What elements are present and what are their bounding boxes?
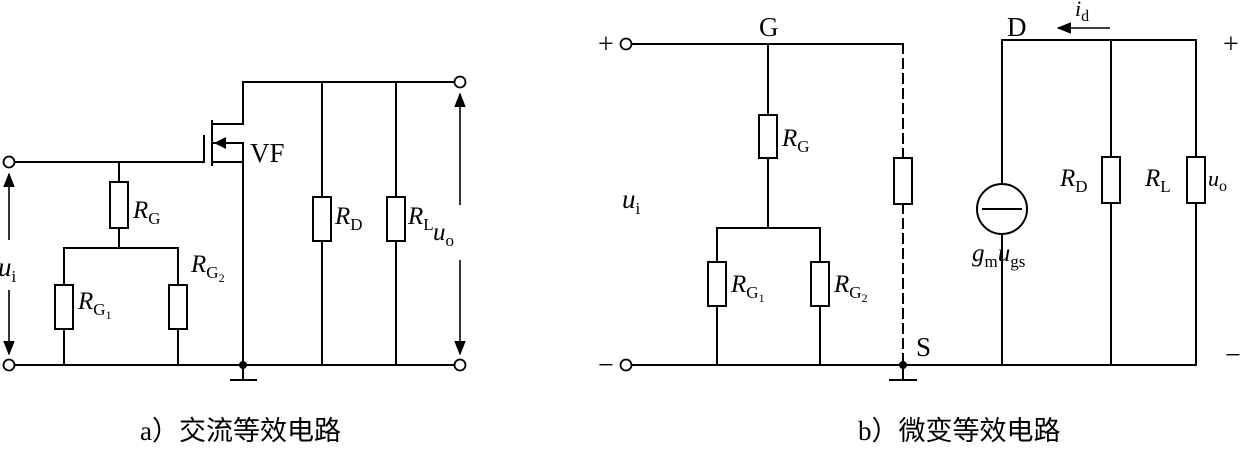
caption-a: a）交流等效电路 (140, 416, 341, 446)
output-terminal-bottom-a (453, 358, 467, 372)
resistor-rg1-b (707, 261, 727, 307)
caption-b: b）微变等效电路 (858, 416, 1061, 446)
rg-label-a: RG (132, 197, 161, 228)
source-label: S (916, 332, 931, 362)
rg1-label-a: RG1 (77, 288, 112, 322)
mosfet-arrow-icon (214, 137, 226, 149)
rg1-label-b: RG1 (730, 271, 765, 305)
rg2-label-b: RG2 (833, 271, 868, 305)
input-terminal-bottom-b (619, 358, 633, 372)
resistor-rl-b (1186, 156, 1206, 204)
uo-label-b: uo (1208, 166, 1227, 195)
resistor-rd-a (312, 196, 332, 242)
input-terminal-top-a (2, 155, 16, 169)
resistor-rd-b (1101, 156, 1121, 204)
junction-dot-b (899, 361, 907, 369)
resistor-rg2-a (168, 284, 188, 330)
rd-label-b: RD (1059, 165, 1088, 196)
minus-output-label: − (1225, 340, 1241, 371)
gm-ugs-label: gmugs (972, 240, 1025, 271)
current-source-icon (976, 183, 1028, 235)
resistor-rg-a (109, 181, 129, 229)
ui-label-b: ui (622, 184, 641, 218)
resistor-rl-a (386, 196, 406, 242)
resistor-rg2-b (810, 261, 830, 307)
gate-label: G (759, 12, 779, 42)
rl-label-a: RL (407, 203, 434, 234)
output-terminal-top-a (453, 75, 467, 89)
rl-label-b: RL (1144, 165, 1171, 196)
ac-equivalent-circuit: VF RG RG1 RG2 RD RL ui uo a）交流等效电路 (0, 75, 467, 446)
resistor-rg-b (758, 114, 778, 159)
rd-label-a: RD (334, 203, 363, 234)
id-label: id (1075, 0, 1089, 25)
ui-label-a: ui (0, 252, 17, 286)
rg-label-b: RG (781, 125, 810, 156)
input-terminal-top-b (619, 37, 633, 51)
circuit-b-wires (631, 39, 1197, 381)
transistor-label: VF (250, 138, 285, 168)
resistor-rgs-b (893, 157, 913, 205)
minus-input-label: − (598, 350, 614, 381)
plus-output-label: + (1223, 29, 1239, 60)
uo-label-a: uo (433, 219, 454, 250)
circuit-a-wires (14, 81, 455, 381)
drain-label: D (1007, 12, 1027, 42)
resistor-rg1-a (54, 284, 74, 330)
plus-input-label: + (598, 29, 614, 60)
junction-dot-a (239, 361, 247, 369)
mosfet-symbol (203, 120, 244, 166)
small-signal-circuit: + − + − G D S id RG RG1 RG2 RD RL uo ui (598, 0, 1241, 446)
input-terminal-bottom-a (2, 358, 16, 372)
rg2-label-a: RG2 (190, 251, 225, 285)
